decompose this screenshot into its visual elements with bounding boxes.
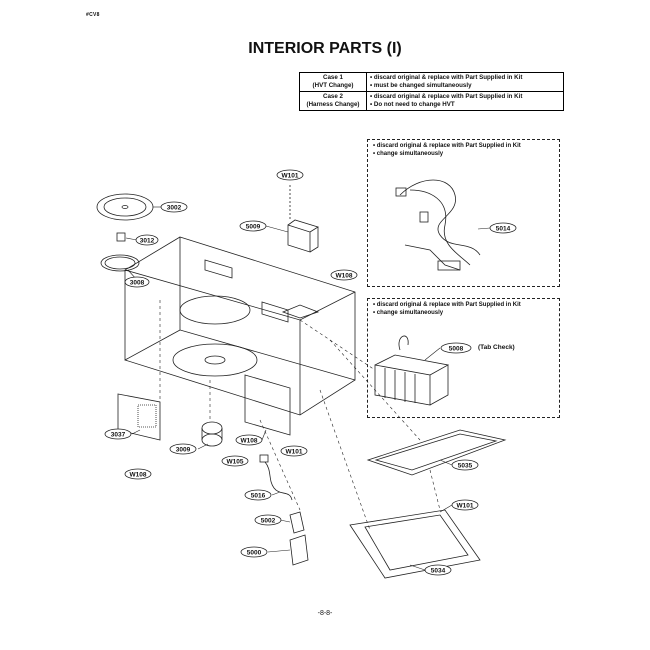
note-line: • change simultaneously bbox=[373, 150, 444, 157]
label-5008: 5008 bbox=[449, 346, 464, 353]
harness-kit-note: • discard original & replace with Part S… bbox=[373, 143, 521, 158]
label-w101: W101 bbox=[286, 449, 303, 456]
label-w108: W108 bbox=[130, 472, 147, 479]
hvt-kit-note: • discard original & replace with Part S… bbox=[373, 302, 521, 317]
label-3037: 3037 bbox=[111, 432, 126, 439]
case-desc: • discard original & replace with Part S… bbox=[366, 91, 564, 111]
case-line: • discard original & replace with Part S… bbox=[370, 93, 523, 100]
harness-kit-box bbox=[367, 139, 560, 287]
label-w101: W101 bbox=[282, 173, 299, 180]
case-change: (HVT Change) bbox=[312, 82, 354, 89]
hv-capacitor bbox=[287, 224, 311, 253]
case-table: Case 1 (HVT Change) • discard original &… bbox=[299, 72, 564, 111]
note-line: • discard original & replace with Part S… bbox=[373, 143, 521, 149]
case-cell: Case 1 (HVT Change) bbox=[299, 72, 367, 92]
latch-board bbox=[289, 511, 305, 534]
coupler bbox=[116, 232, 126, 242]
label-5034: 5034 bbox=[431, 568, 446, 575]
case-change: (Harness Change) bbox=[306, 101, 360, 108]
hood-bracket bbox=[117, 393, 161, 441]
label-w108: W108 bbox=[336, 273, 353, 280]
page-title: INTERIOR PARTS (I) bbox=[248, 40, 402, 57]
label-5000: 5000 bbox=[247, 550, 262, 557]
hvt-kit-box bbox=[367, 298, 560, 418]
stirrer-cover bbox=[366, 429, 507, 476]
waveguide-cover bbox=[349, 509, 481, 579]
label-5009: 5009 bbox=[246, 224, 261, 231]
note-line: • discard original & replace with Part S… bbox=[373, 302, 521, 308]
case-line: • Do not need to change HVT bbox=[370, 101, 455, 108]
label-3002: 3002 bbox=[167, 205, 182, 212]
label-3008: 3008 bbox=[130, 280, 145, 287]
label-w108: W108 bbox=[241, 438, 258, 445]
case-label: Case 1 bbox=[323, 74, 343, 81]
case-line: • discard original & replace with Part S… bbox=[370, 74, 523, 81]
roller-ring bbox=[100, 254, 140, 272]
note-line: • change simultaneously bbox=[373, 309, 444, 316]
label-5014: 5014 bbox=[496, 226, 511, 233]
door-switch bbox=[289, 534, 309, 566]
thermistor bbox=[264, 461, 293, 501]
label-5002: 5002 bbox=[261, 518, 276, 525]
cavity-back bbox=[179, 236, 356, 381]
case-row: Case 1 (HVT Change) • discard original &… bbox=[299, 72, 564, 92]
label-w101: W101 bbox=[457, 503, 474, 510]
case-label: Case 2 bbox=[323, 93, 343, 100]
label-3012: 3012 bbox=[140, 238, 155, 245]
label-w105: W105 bbox=[227, 459, 244, 466]
label-3009: 3009 bbox=[176, 447, 191, 454]
label-5016: 5016 bbox=[251, 493, 266, 500]
corner-code: #CV8 bbox=[86, 12, 100, 18]
case-line: • must be changed simultaneously bbox=[370, 82, 472, 89]
stirrer-motor bbox=[201, 421, 223, 435]
case-row: Case 2 (Harness Change) • discard origin… bbox=[299, 91, 564, 111]
page-number: -8-8- bbox=[317, 610, 333, 617]
tab-check-note: (Tab Check) bbox=[478, 344, 515, 351]
label-5035: 5035 bbox=[458, 463, 473, 470]
